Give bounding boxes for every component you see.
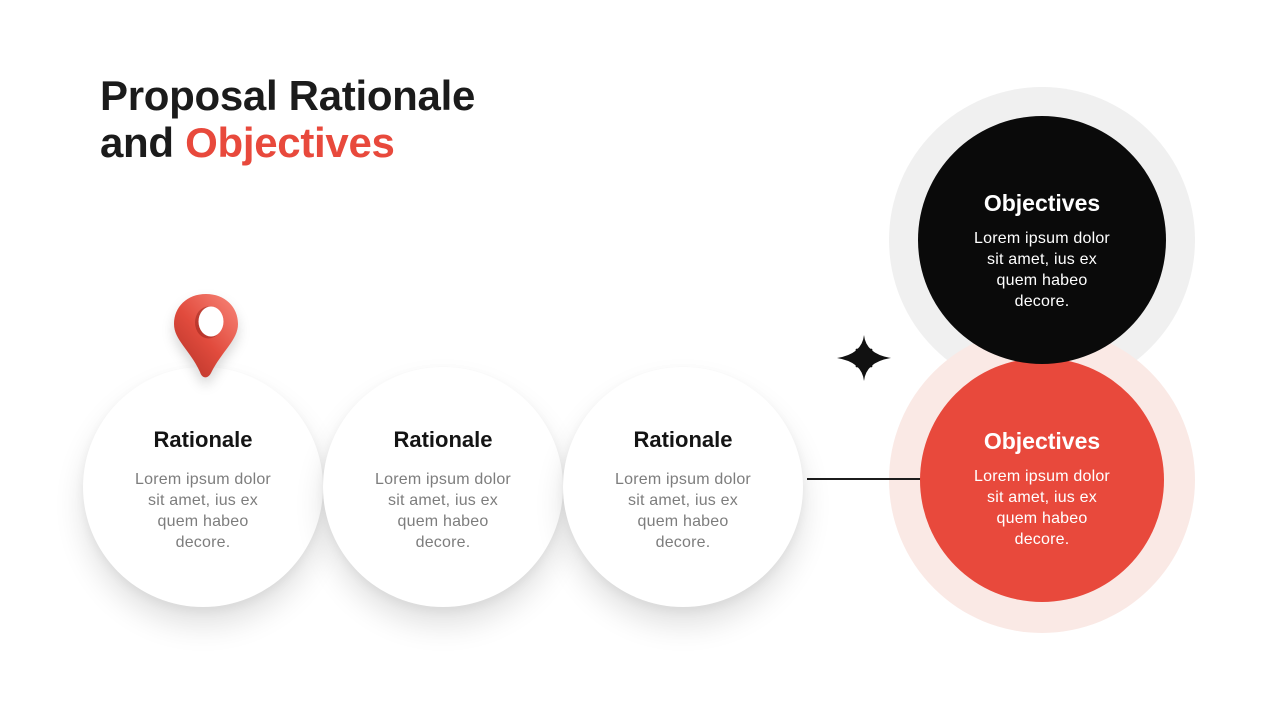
objectives-black-heading: Objectives bbox=[983, 190, 1101, 216]
rationale-card-1-heading: Rationale bbox=[153, 427, 253, 452]
rationale-card-1: Rationale Lorem ipsum dolor sit amet, iu… bbox=[83, 367, 323, 607]
rationale-card-2-body: Lorem ipsum dolor sit amet, ius ex quem … bbox=[375, 471, 511, 551]
objectives-card-red: Objectives Lorem ipsum dolor sit amet, i… bbox=[920, 358, 1164, 602]
connector-line bbox=[807, 478, 921, 480]
rationale-card-2-heading: Rationale bbox=[393, 427, 493, 452]
sparkle-icon bbox=[837, 335, 891, 381]
rationale-card-2: Rationale Lorem ipsum dolor sit amet, iu… bbox=[323, 367, 563, 607]
title-line1: Proposal Rationale bbox=[100, 72, 476, 119]
objectives-card-black: Objectives Lorem ipsum dolor sit amet, i… bbox=[918, 116, 1166, 364]
location-pin-icon bbox=[174, 294, 238, 378]
rationale-card-3-body: Lorem ipsum dolor sit amet, ius ex quem … bbox=[615, 471, 751, 551]
objectives-red-body: Lorem ipsum dolor sit amet, ius ex quem … bbox=[974, 468, 1110, 548]
objectives-red-heading: Objectives bbox=[983, 428, 1101, 454]
page-title: Proposal Rationale and Objectives bbox=[100, 72, 475, 166]
rationale-card-3: Rationale Lorem ipsum dolor sit amet, iu… bbox=[563, 367, 803, 607]
rationale-card-1-body: Lorem ipsum dolor sit amet, ius ex quem … bbox=[135, 471, 271, 551]
objectives-black-body: Lorem ipsum dolor sit amet, ius ex quem … bbox=[974, 230, 1110, 310]
title-line2-plain: and bbox=[100, 119, 174, 166]
title-line2-accent: Objectives bbox=[185, 119, 395, 166]
rationale-card-3-heading: Rationale bbox=[633, 427, 733, 452]
title-line2: and Objectives bbox=[100, 119, 475, 166]
